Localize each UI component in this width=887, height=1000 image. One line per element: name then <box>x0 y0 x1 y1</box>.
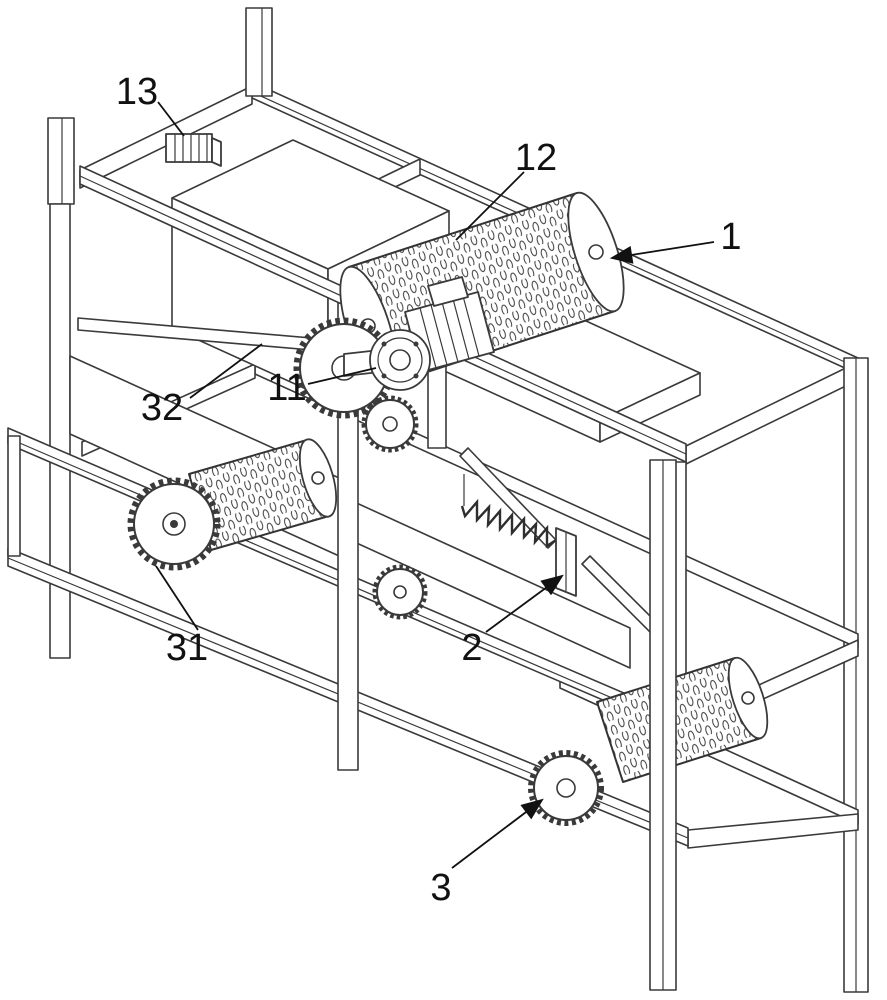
annotations: 13 12 1 32 11 2 31 3 <box>116 71 742 909</box>
part-label-31: 31 <box>166 627 208 669</box>
corner-post-back-left <box>245 7 273 97</box>
motor-junction-box <box>427 276 469 307</box>
leader-line-12 <box>455 171 525 241</box>
leg-back-left <box>49 203 71 659</box>
lower-left-spiked-roller <box>188 438 338 551</box>
part-label-3: 3 <box>430 867 451 909</box>
leader-line-13 <box>157 101 185 137</box>
part-label-2: 2 <box>461 627 482 669</box>
leader-arrow-1 <box>609 241 715 264</box>
tension-spring <box>460 474 557 549</box>
leader-arrow-3 <box>451 798 544 869</box>
part-label-32: 32 <box>141 387 183 429</box>
part-label-1: 1 <box>720 216 741 258</box>
conveyor-gear <box>372 564 428 620</box>
corner-post-front-left <box>47 117 75 205</box>
part-label-11: 11 <box>267 367 306 409</box>
leader-line-31 <box>155 565 199 631</box>
leader-arrow-2 <box>485 574 564 633</box>
sensor-box <box>165 133 222 167</box>
leg-front-right <box>649 459 677 991</box>
lower-left-gear <box>127 477 221 571</box>
leader-line-11 <box>307 367 377 385</box>
spring-bracket <box>555 527 577 597</box>
lower-right-spiked-roller <box>596 656 769 783</box>
diagonal-brace <box>459 447 557 549</box>
motor <box>369 276 495 391</box>
lower-right-gear <box>528 750 604 826</box>
leader-line-32 <box>189 343 263 399</box>
drive-gear-small <box>361 395 419 453</box>
part-label-13: 13 <box>116 71 158 113</box>
part-label-12: 12 <box>515 137 557 179</box>
